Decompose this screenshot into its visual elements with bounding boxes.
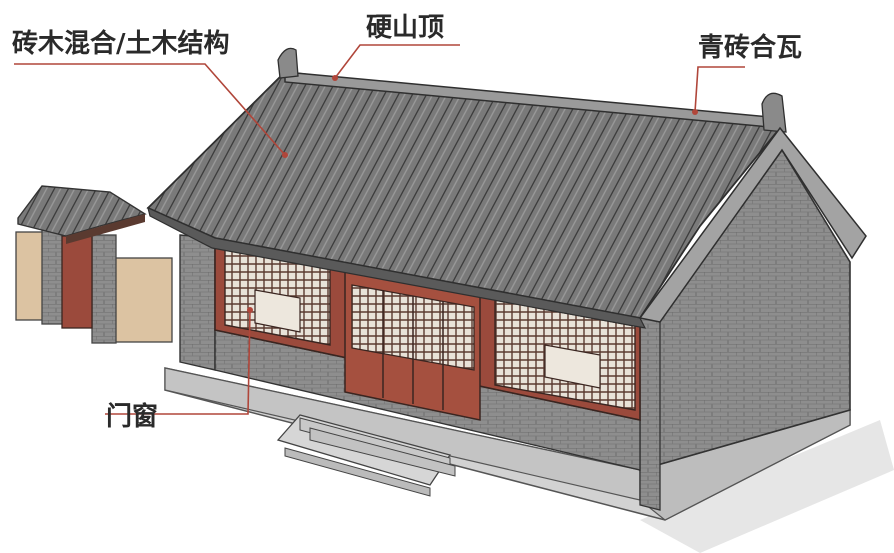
- leader-window: [105, 309, 251, 415]
- ground-shadow: [640, 420, 894, 553]
- leader-tile: [694, 66, 745, 113]
- leader-structure: [14, 63, 286, 156]
- leader-gable: [334, 44, 460, 79]
- main-roof: [146, 47, 867, 329]
- label-gable-roof: 硬山顶: [366, 13, 445, 43]
- front-facade: [214, 237, 641, 421]
- front-steps: [276, 414, 456, 497]
- label-structure: 砖木混合/土木结构: [12, 29, 230, 59]
- label-tiles: 青砖合瓦: [698, 33, 803, 63]
- leader-lines: [14, 44, 745, 415]
- courtyard-gate: [15, 185, 173, 344]
- label-doors-windows: 门窗: [106, 402, 159, 432]
